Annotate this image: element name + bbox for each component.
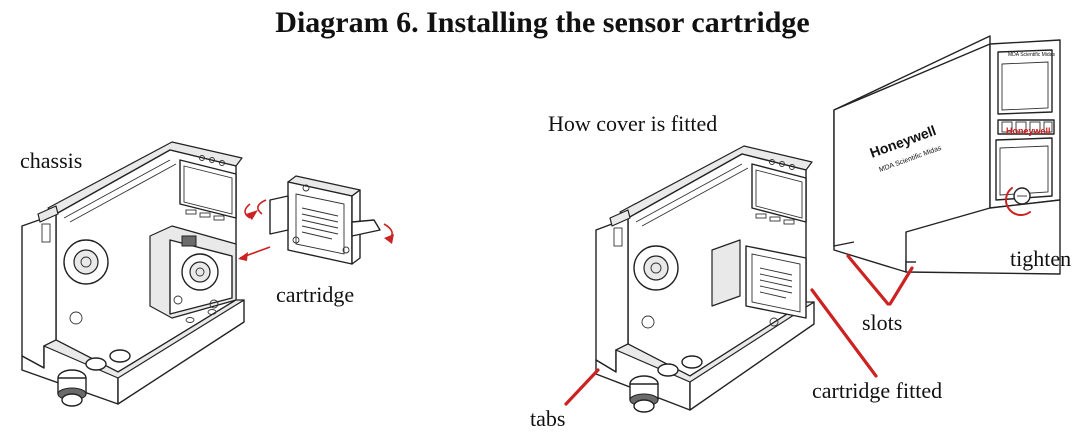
slots-callout-line-b xyxy=(888,266,914,306)
tabs-callout-line xyxy=(564,368,600,406)
front-brand-name: Honeywell xyxy=(1006,126,1051,136)
chassis-illustration xyxy=(21,141,245,407)
label-chassis: chassis xyxy=(20,148,83,173)
label-slots: slots xyxy=(862,310,903,335)
label-tighten: tighten xyxy=(1010,246,1072,271)
fitted-chassis-illustration xyxy=(595,145,815,413)
rotate-arrow-left xyxy=(244,203,251,219)
label-how-cover-fitted: How cover is fitted xyxy=(548,111,718,136)
cartridge-illustration xyxy=(269,175,381,265)
front-product-name: MDA Scientific Midas xyxy=(1008,52,1055,58)
label-tabs: tabs xyxy=(530,406,566,431)
label-cartridge: cartridge xyxy=(276,282,355,307)
diagram-title: Diagram 6. Installing the sensor cartrid… xyxy=(275,6,810,39)
label-cartridge-fitted: cartridge fitted xyxy=(812,378,943,403)
cover-illustration xyxy=(833,35,1061,275)
cartridge-fitted-callout-line xyxy=(810,288,878,378)
slots-callout-line-a xyxy=(846,254,890,306)
